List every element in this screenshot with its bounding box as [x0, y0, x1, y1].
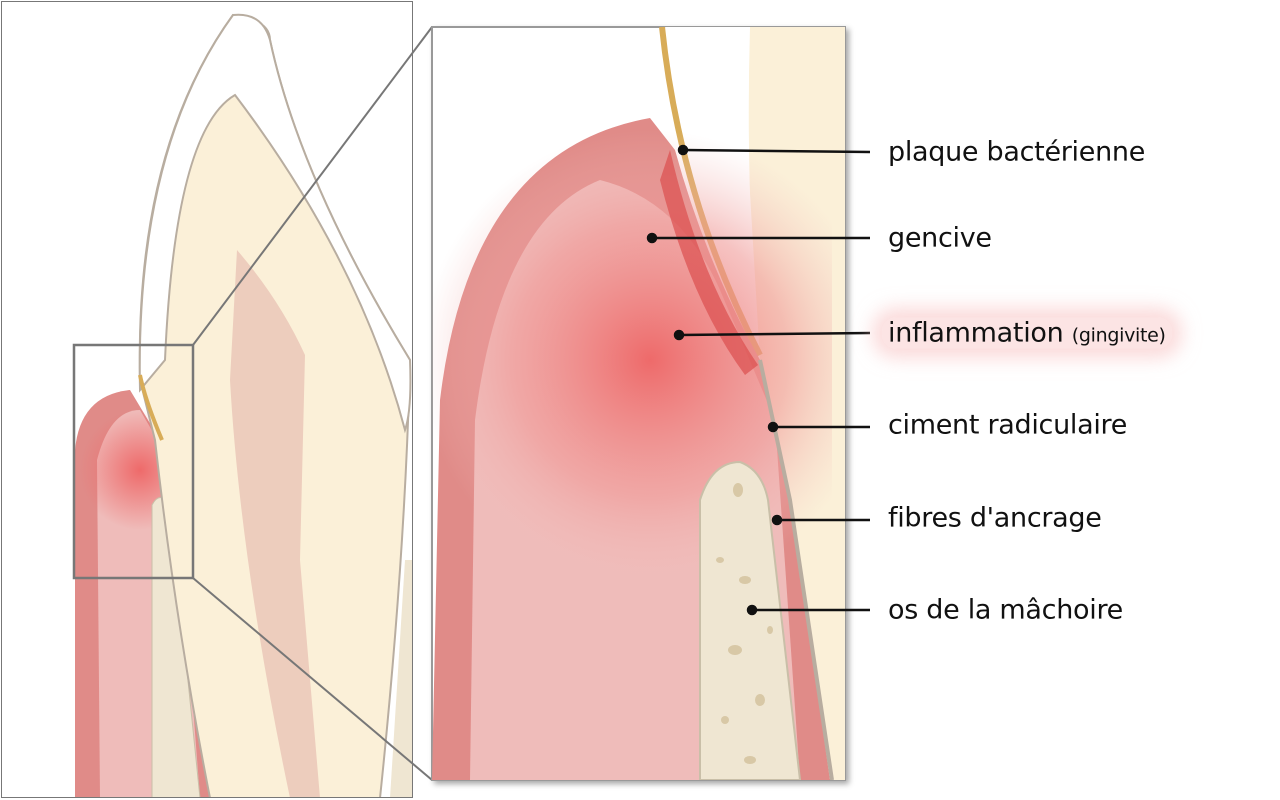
label-gum: gencive: [888, 222, 992, 254]
pulp-left: [230, 250, 320, 798]
jaw-bone: [699, 460, 802, 780]
bone-pores: [716, 483, 773, 764]
label-fibers: fibres d'ancrage: [888, 502, 1102, 534]
zoom-box: [72, 343, 195, 580]
inflammation-text: inflammation: [888, 317, 1064, 349]
overview-panel: [1, 1, 413, 798]
enamel-left: [138, 13, 412, 434]
cementum: [758, 359, 834, 780]
label-plaque: plaque bactérienne: [888, 136, 1146, 168]
label-inflammation: inflammation (gingivite): [882, 317, 1172, 349]
inflammation-highlight: inflammation (gingivite): [882, 317, 1172, 349]
zoom-connector-bottom: [192, 577, 433, 781]
inflammation-note: (gingivite): [1071, 324, 1166, 347]
leader-lines: [646, 144, 871, 616]
label-jaw-bone: os de la mâchoire: [888, 594, 1123, 626]
plaque-left: [138, 374, 164, 441]
zoom-connector-top: [192, 26, 433, 346]
label-cementum: ciment radiculaire: [888, 409, 1128, 441]
inflamed-gum-edge: [660, 150, 758, 375]
